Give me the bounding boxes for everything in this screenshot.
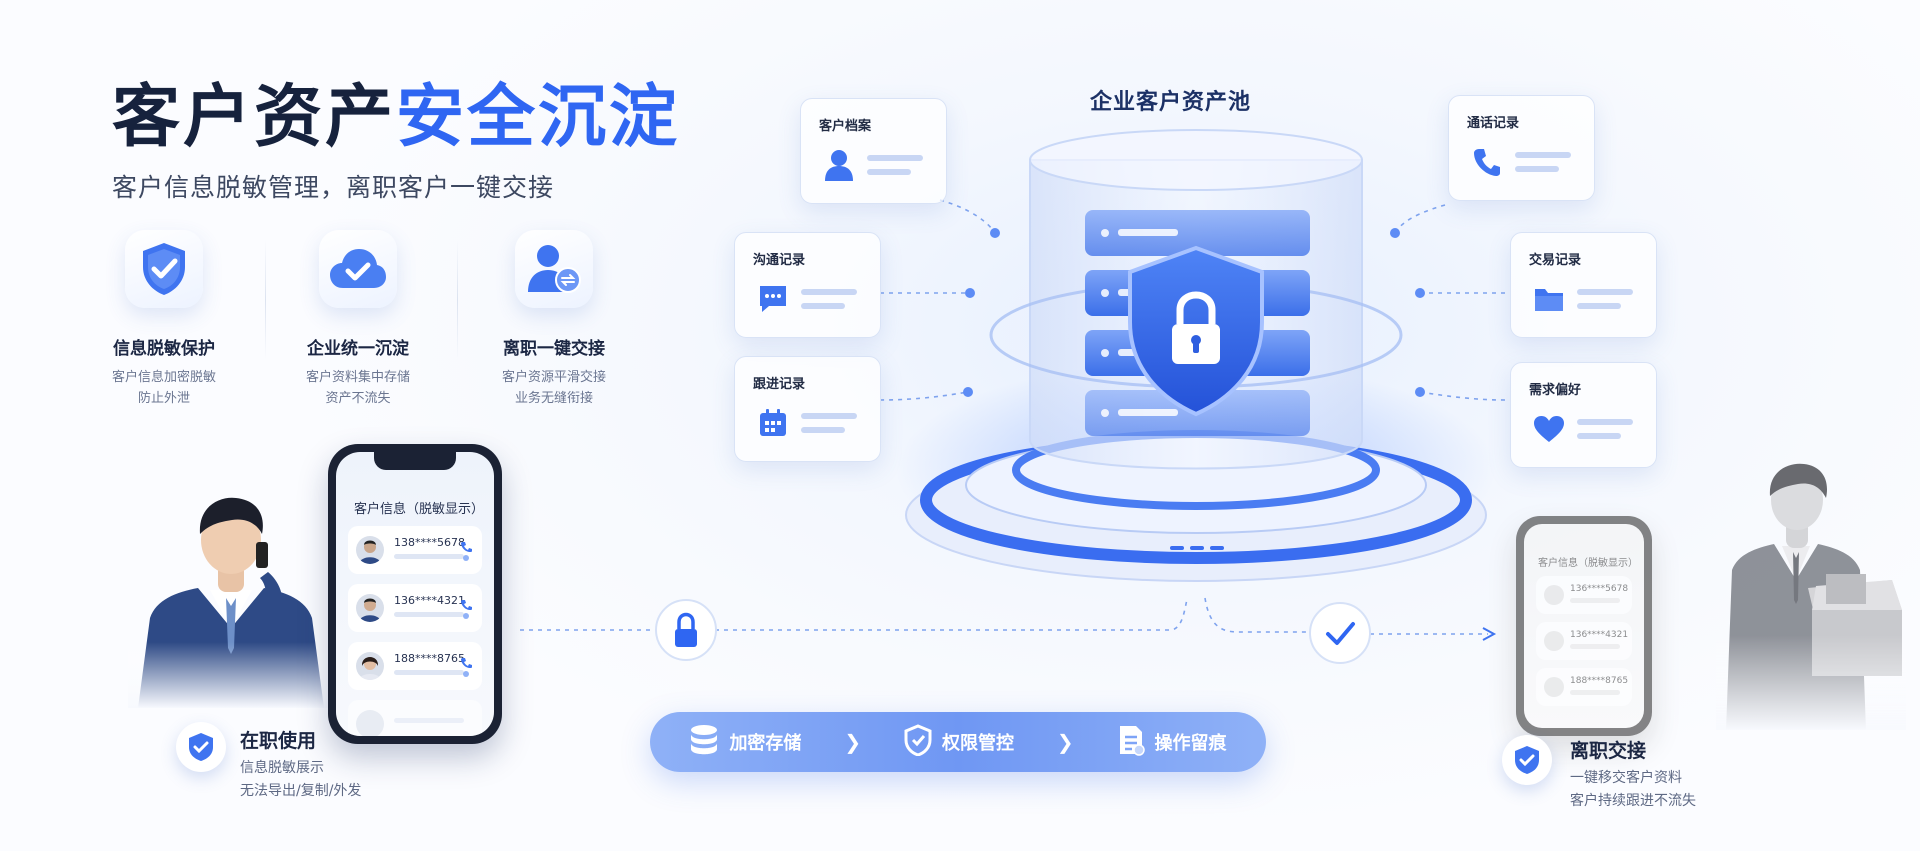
customer-row: 136****5678 [1536,576,1632,614]
phone-title: 客户信息（脱敏显示） [354,502,485,517]
departing-employee-illustration [1716,460,1906,730]
label-desc: 一键移交客户资料 [1570,770,1682,786]
user-icon [817,143,861,187]
customer-row: 136****4321 [1536,622,1632,660]
phone-icon [460,598,472,624]
feature-privacy: 信息脱敏保护 客户信息加密脱敏防止外泄 [64,230,264,409]
avatar [1544,677,1564,697]
card-transactions: 交易记录 [1510,232,1657,338]
label-desc: 无法导出/复制/外发 [240,783,362,799]
badge-shield [1502,735,1552,785]
feature-desc: 客户资源平滑交接 [501,370,606,385]
customer-row: 188****8765 [348,642,482,690]
pool-title: 企业客户资产池 [1090,90,1252,115]
pipeline-label: 加密存储 [729,733,802,754]
heart-icon [1527,407,1571,451]
phone-title: 客户信息（脱敏显示） [1538,558,1638,569]
card-title: 跟进记录 [753,377,806,392]
masked-phone-number: 136****4321 [1570,630,1629,640]
feature-desc: 客户资料集中存储 [305,370,410,385]
feature-title: 企业统一沉淀 [307,339,409,359]
chevron-right-icon: ❯ [1056,730,1074,754]
headline-part1: 客户资产 [112,78,397,157]
phone-icon [1465,140,1509,184]
masked-phone-number: 136****4321 [394,594,465,607]
feature-title: 离职一键交接 [503,339,605,359]
headline: 客户资产安全沉淀 [112,78,680,158]
shield-check-icon [189,733,213,761]
cloud-check-icon [319,230,397,308]
label-in-service: 在职使用 信息脱敏展示无法导出/复制/外发 [240,726,361,803]
pipeline-label: 操作留痕 [1154,733,1227,754]
avatar [1544,631,1564,651]
customer-row: 136****4321 [348,584,482,632]
handover-phone: 客户信息（脱敏显示） 136****5678 136****4321 188**… [1516,516,1652,736]
feature-desc: 防止外泄 [137,391,190,406]
avatar [356,536,384,564]
feature-title: 信息脱敏保护 [113,339,215,359]
label-desc: 信息脱敏展示 [240,760,324,776]
database-icon [689,724,719,761]
pipeline-label: 权限管控 [941,733,1014,754]
phone-icon [460,540,472,566]
card-followup: 跟进记录 [734,356,881,462]
employee-phone: 客户信息（脱敏显示） 138****5678 136****4321 188**… [328,444,502,744]
avatar [1544,585,1564,605]
headline-part2: 安全沉淀 [396,78,681,157]
divider [457,240,458,360]
card-title: 需求偏好 [1529,383,1582,398]
card-title: 客户档案 [819,119,872,134]
folder-icon [1527,277,1571,321]
divider [265,240,266,360]
security-pipeline: 加密存储 ❯ 权限管控 ❯ 操作留痕 [650,712,1266,772]
card-title: 交易记录 [1529,253,1582,268]
user-transfer-icon [515,230,593,308]
phone-icon [460,656,472,682]
shield-check-icon [1515,746,1539,774]
avatar [356,710,384,736]
avatar [356,594,384,622]
card-preferences: 需求偏好 [1510,362,1657,468]
badge-shield [176,722,226,772]
subtitle: 客户信息脱敏管理，离职客户一键交接 [112,173,555,202]
label-handover: 离职交接 一键移交客户资料客户持续跟进不流失 [1570,736,1696,813]
customer-row: 138****5678 [348,526,482,574]
feature-handover: 离职一键交接 客户资源平滑交接业务无缝衔接 [454,230,654,409]
card-title: 沟通记录 [753,253,806,268]
chat-icon [751,277,795,321]
label-title: 离职交接 [1570,740,1647,762]
customer-row: 188****8765 [1536,668,1632,706]
shield-check-icon [125,230,203,308]
document-icon [1117,724,1145,761]
chevron-right-icon: ❯ [844,730,862,754]
feature-desc: 业务无缝衔接 [514,391,593,406]
avatar [356,652,384,680]
customer-row [348,700,482,736]
feature-desc: 客户信息加密脱敏 [111,370,216,385]
masked-phone-number: 138****5678 [394,536,465,549]
pipeline-step-encrypt: 加密存储 [689,724,801,761]
pipeline-step-audit: 操作留痕 [1117,724,1227,761]
masked-phone-number: 188****8765 [394,652,465,665]
feature-centralize: 企业统一沉淀 客户资料集中存储资产不流失 [258,230,458,409]
card-archive: 客户档案 [800,98,947,204]
card-calls: 通话记录 [1448,95,1595,201]
calendar-icon [751,401,795,445]
masked-phone-number: 188****8765 [1570,676,1629,686]
masked-phone-number: 136****5678 [1570,584,1629,594]
feature-desc: 资产不流失 [325,391,391,406]
card-communication: 沟通记录 [734,232,881,338]
shield-check-icon [904,723,932,761]
card-title: 通话记录 [1467,116,1520,131]
label-desc: 客户持续跟进不流失 [1570,793,1696,809]
pipeline-step-permission: 权限管控 [904,723,1014,761]
label-title: 在职使用 [240,730,317,752]
employee-illustration [128,488,334,708]
